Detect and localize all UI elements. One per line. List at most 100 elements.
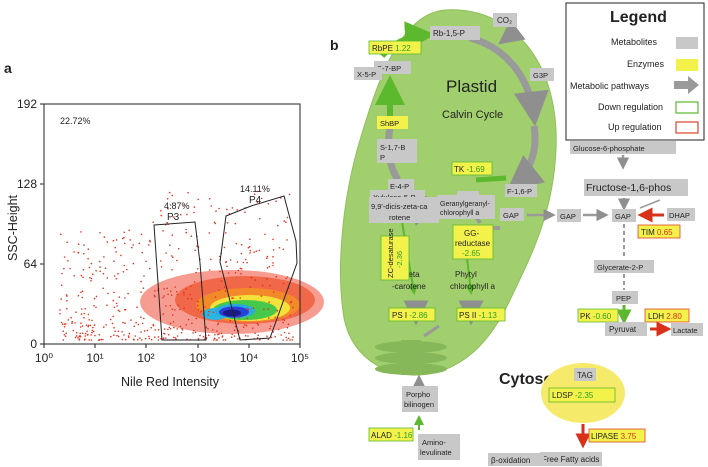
scatter-dot bbox=[66, 241, 68, 243]
scatter-dot bbox=[123, 242, 126, 245]
scatter-dot bbox=[235, 242, 238, 245]
scatter-dot bbox=[90, 334, 92, 336]
scatter-dot bbox=[171, 234, 174, 236]
enzyme-gg-label: GG- bbox=[464, 229, 479, 238]
scatter-dot bbox=[288, 193, 291, 196]
enzyme-ps2 bbox=[456, 307, 506, 322]
scatter-dot bbox=[242, 326, 245, 328]
metabolite-e4p-label: E-4-P bbox=[390, 182, 409, 191]
enzyme-ps1-label: PS I -2.86 bbox=[392, 311, 428, 320]
scatter-dot bbox=[263, 308, 265, 311]
scatter-dot bbox=[88, 339, 90, 341]
scatter-dot bbox=[169, 304, 172, 307]
x-tick-label: 10⁵ bbox=[291, 351, 309, 365]
scatter-dot bbox=[215, 210, 217, 212]
scatter-dot bbox=[136, 306, 138, 309]
scatter-dot bbox=[191, 322, 193, 325]
scatter-dot bbox=[231, 207, 234, 209]
scatter-dot bbox=[144, 337, 147, 340]
scatter-dot bbox=[270, 336, 273, 339]
scatter-dot bbox=[185, 231, 187, 234]
scatter-dot bbox=[266, 267, 269, 269]
scatter-dot bbox=[261, 284, 264, 287]
plastid-metabolites: Rb-1,5-P S-7-BP X-5-P G3P S-1,7-B P E-4-… bbox=[354, 26, 554, 460]
scatter-dot bbox=[73, 275, 75, 277]
scatter-dot bbox=[172, 256, 174, 259]
scatter-dot bbox=[140, 316, 142, 319]
scatter-dot bbox=[286, 339, 288, 341]
enzyme-ldh-label: LDH 2.80 bbox=[648, 312, 682, 321]
scatter-dot bbox=[192, 332, 194, 334]
scatter-dot bbox=[255, 250, 258, 252]
metabolite-fructose bbox=[584, 179, 688, 196]
scatter-dot bbox=[208, 232, 211, 234]
scatter-dot bbox=[224, 339, 227, 341]
gate-p4-percent: 14.11% bbox=[240, 184, 270, 194]
x-tick-label: 10¹ bbox=[86, 351, 103, 365]
enzyme-lipase-label: LIPASE 3.75 bbox=[591, 432, 637, 441]
scatter-dot bbox=[216, 330, 218, 332]
scatter-dot bbox=[60, 233, 62, 235]
scatter-dot bbox=[115, 251, 117, 253]
enzyme-tk-label: TK -1.69 bbox=[454, 165, 485, 174]
scatter-dot bbox=[109, 318, 112, 321]
scatter-dot bbox=[170, 290, 172, 293]
metabolite-bcar-label: beta bbox=[404, 270, 420, 279]
scatter-dot bbox=[123, 334, 125, 336]
scatter-dot bbox=[99, 232, 101, 234]
scatter-dot bbox=[233, 329, 236, 332]
scatter-dot bbox=[177, 304, 179, 307]
scatter-dot bbox=[195, 317, 198, 320]
metabolite-phytyl-label: chlorophyll a bbox=[450, 282, 495, 291]
scatter-dot bbox=[286, 239, 288, 241]
metabolite-glycerate bbox=[594, 260, 654, 273]
scatter-dot bbox=[157, 339, 160, 341]
scatter-dot bbox=[242, 261, 245, 264]
scatter-dot bbox=[199, 334, 201, 337]
scatter-dot bbox=[185, 324, 187, 326]
scatter-dot bbox=[59, 309, 61, 311]
gate-p4 bbox=[219, 195, 298, 341]
scatter-dot bbox=[283, 220, 286, 222]
metabolite-beta-ox-label: β-oxidation bbox=[491, 456, 530, 465]
metabolite-co2 bbox=[493, 13, 517, 27]
scatter-dot bbox=[208, 310, 210, 313]
scatter-dot bbox=[289, 314, 291, 317]
metabolite-porpho-label: bilinogen bbox=[404, 400, 434, 409]
scatter-dot bbox=[115, 277, 118, 280]
scatter-dot bbox=[85, 324, 88, 327]
scatter-dot bbox=[83, 316, 85, 319]
scatter-dot bbox=[117, 330, 120, 333]
y-tick-label: 192 bbox=[17, 97, 37, 111]
x-axis: 10⁰ 10¹ 10² 10³ 10⁴ 10⁵ Nile Red Intensi… bbox=[35, 344, 309, 389]
scatter-dot bbox=[154, 290, 156, 292]
scatter-dot bbox=[234, 325, 237, 328]
scatter-dot bbox=[70, 316, 72, 319]
scatter-dot bbox=[141, 339, 143, 341]
scatter-dot bbox=[203, 306, 206, 308]
scatter-dot bbox=[176, 328, 178, 330]
scatter-dot bbox=[253, 193, 256, 195]
scatter-dot bbox=[67, 319, 70, 321]
scatter-dot bbox=[237, 338, 239, 340]
metabolite-f16p-label: F-1,6-P bbox=[507, 187, 532, 196]
scatter-dot bbox=[81, 308, 83, 310]
scatter-dot bbox=[174, 309, 176, 311]
metabolite-g6p-label: Glucose-6-phosphate bbox=[573, 144, 645, 153]
metabolite-beta-oxidation bbox=[488, 453, 544, 466]
metabolite-e4p bbox=[388, 179, 414, 192]
scatter-dot bbox=[267, 308, 270, 310]
metabolite-gap-cyt bbox=[612, 209, 636, 222]
scatter-dot bbox=[267, 338, 270, 341]
scatter-dot bbox=[87, 313, 90, 316]
scatter-dot bbox=[166, 287, 168, 290]
scatter-dot bbox=[75, 335, 78, 337]
plastid-title: Plastid bbox=[446, 77, 497, 96]
scatter-dot bbox=[218, 255, 221, 258]
scatter-dot bbox=[171, 314, 174, 316]
scatter-dot bbox=[104, 267, 107, 270]
scatter-dot bbox=[193, 211, 195, 214]
scatter-dot bbox=[73, 251, 75, 253]
scatter-dot bbox=[152, 323, 155, 326]
scatter-dot bbox=[93, 297, 96, 300]
